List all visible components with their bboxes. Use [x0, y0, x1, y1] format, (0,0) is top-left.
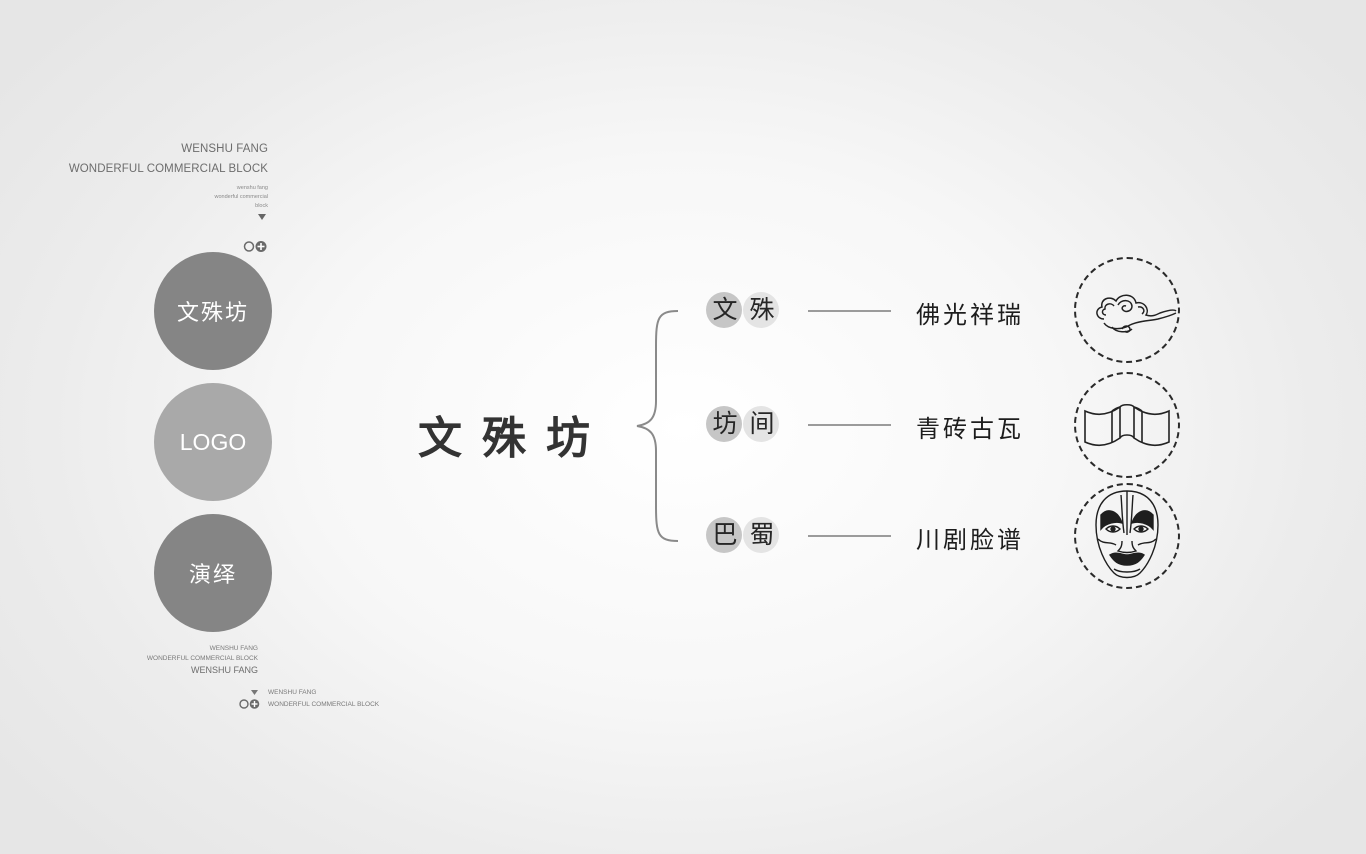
circle-yanyi: 演绎: [154, 514, 272, 632]
footer-small-2: WONDERFUL COMMERCIAL BLOCK: [146, 655, 258, 662]
circle-wenshufang-label: 文殊坊: [176, 301, 249, 326]
circle-plus-icon: [243, 241, 267, 252]
connector-line: [808, 310, 891, 312]
char-bg-circle: [706, 292, 742, 328]
header-small-2: wonderful commercial: [214, 194, 269, 200]
char-bg-circle: [743, 517, 779, 553]
circle-wenshufang: 文殊坊: [154, 252, 272, 370]
char-2: 殊: [749, 295, 775, 324]
header-title: WENSHU FANG: [181, 143, 268, 155]
phrase-qingzhuan: 青砖古瓦: [916, 415, 1024, 443]
circle-plus-icon: [239, 699, 260, 709]
char-1: 巴: [712, 520, 738, 549]
opera-mask-icon: [1074, 483, 1180, 589]
char-pair-wenshu: 文 殊: [706, 292, 784, 330]
header-subtitle: WONDERFUL COMMERCIAL BLOCK: [68, 163, 268, 175]
roof-tile-icon: [1074, 372, 1180, 478]
header-small-1: wenshu fang: [236, 185, 268, 191]
header-small-3: block: [255, 203, 268, 209]
char-bg-circle: [743, 292, 779, 328]
footer-bottom-2: WONDERFUL COMMERCIAL BLOCK: [268, 701, 380, 708]
char-1: 坊: [712, 409, 738, 438]
char-bg-circle: [706, 517, 742, 553]
char-bg-circle: [706, 406, 742, 442]
phrase-chuanju: 川剧脸谱: [916, 526, 1024, 554]
char-2: 蜀: [749, 520, 775, 549]
footer-line: WENSHU FANG: [190, 665, 258, 675]
curly-brace: [636, 310, 679, 542]
triangle-down-icon: [251, 690, 258, 695]
auspicious-cloud-icon: [1074, 257, 1180, 363]
char-2: 间: [749, 409, 775, 438]
char-bg-circle: [743, 406, 779, 442]
main-title: 文殊坊: [418, 413, 610, 464]
circle-yanyi-label: 演绎: [188, 563, 237, 588]
connector-line: [808, 535, 891, 537]
char-pair-bashu: 巴 蜀: [706, 517, 784, 555]
char-1: 文: [712, 295, 738, 324]
triangle-down-icon: [258, 214, 266, 220]
footer-bottom-1: WENSHU FANG: [268, 689, 317, 696]
circle-logo: LOGO: [154, 383, 272, 501]
connector-line: [808, 424, 891, 426]
footer-small-1: WENSHU FANG: [209, 645, 258, 652]
char-pair-fangjian: 坊 间: [706, 406, 784, 444]
phrase-foguang: 佛光祥瑞: [916, 301, 1024, 329]
circle-logo-label: LOGO: [179, 428, 247, 455]
